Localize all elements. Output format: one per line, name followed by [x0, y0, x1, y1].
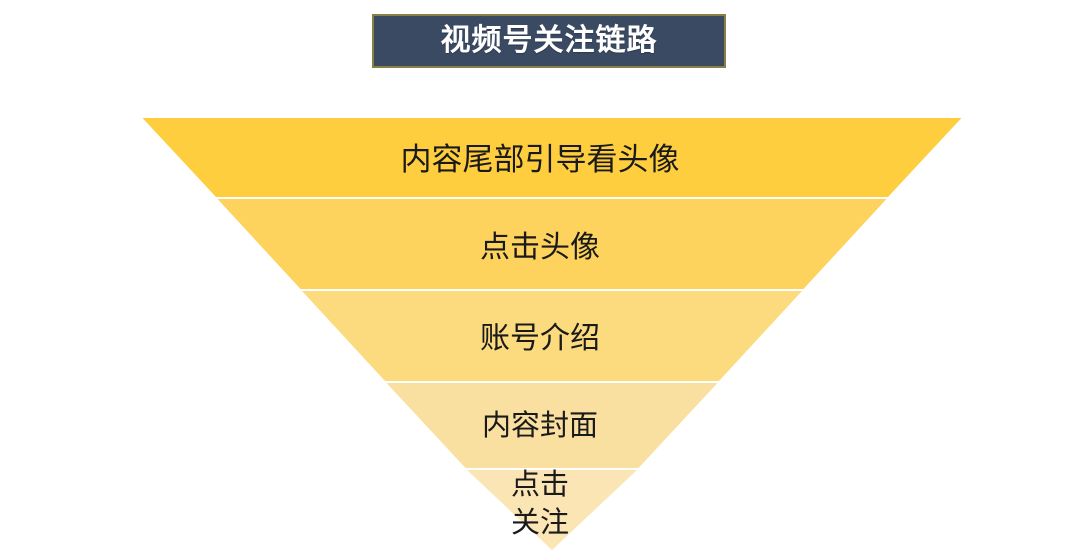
funnel-band-4: [386, 383, 718, 468]
page-title: 视频号关注链路: [440, 24, 658, 57]
diagram-title-banner: 视频号关注链路: [372, 14, 726, 68]
funnel-band-1: [142, 118, 962, 197]
funnel-band-5: [467, 470, 637, 550]
funnel-band-2: [217, 199, 887, 289]
funnel-band-3: [302, 291, 802, 381]
